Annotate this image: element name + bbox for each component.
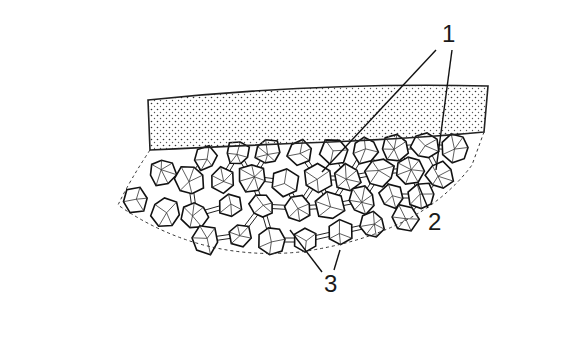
stone-grain (365, 159, 394, 187)
stone-grain (151, 198, 180, 226)
stone-grain (174, 167, 203, 194)
stone-grain (320, 140, 348, 165)
stone-grain (229, 225, 251, 247)
stone-grain (212, 167, 233, 194)
stone-grain (240, 165, 265, 192)
stone-grain (397, 157, 425, 184)
stone-grain (150, 160, 176, 185)
callout-number: 3 (322, 272, 339, 296)
stone-grain (181, 203, 208, 228)
stone-grain (392, 205, 419, 231)
sand-layer (148, 85, 488, 150)
stone-grain (285, 195, 310, 221)
stone-grain (259, 228, 285, 255)
leader-line (322, 50, 436, 172)
stone-grain (408, 183, 434, 208)
stone-grain (220, 194, 242, 216)
stone-grain (123, 187, 147, 212)
leader-line (418, 184, 428, 208)
leader-line (290, 230, 322, 272)
stone-grain (335, 164, 361, 191)
stone-grain (192, 226, 218, 255)
stone-grain (272, 169, 298, 197)
stone-grain (442, 134, 468, 163)
stone-grain (315, 192, 344, 219)
layer-outline (118, 132, 484, 253)
leader-line (436, 50, 452, 170)
leader-lines (290, 50, 452, 272)
callout-number: 2 (426, 210, 443, 234)
stone-grain (360, 211, 384, 237)
stone-grain (349, 186, 374, 215)
callout-number: 1 (440, 22, 457, 46)
leader-line (334, 250, 340, 270)
stone-grain (329, 220, 352, 245)
stone-grain (305, 163, 332, 192)
stone-grain (195, 146, 218, 171)
stone-grain (249, 195, 272, 217)
